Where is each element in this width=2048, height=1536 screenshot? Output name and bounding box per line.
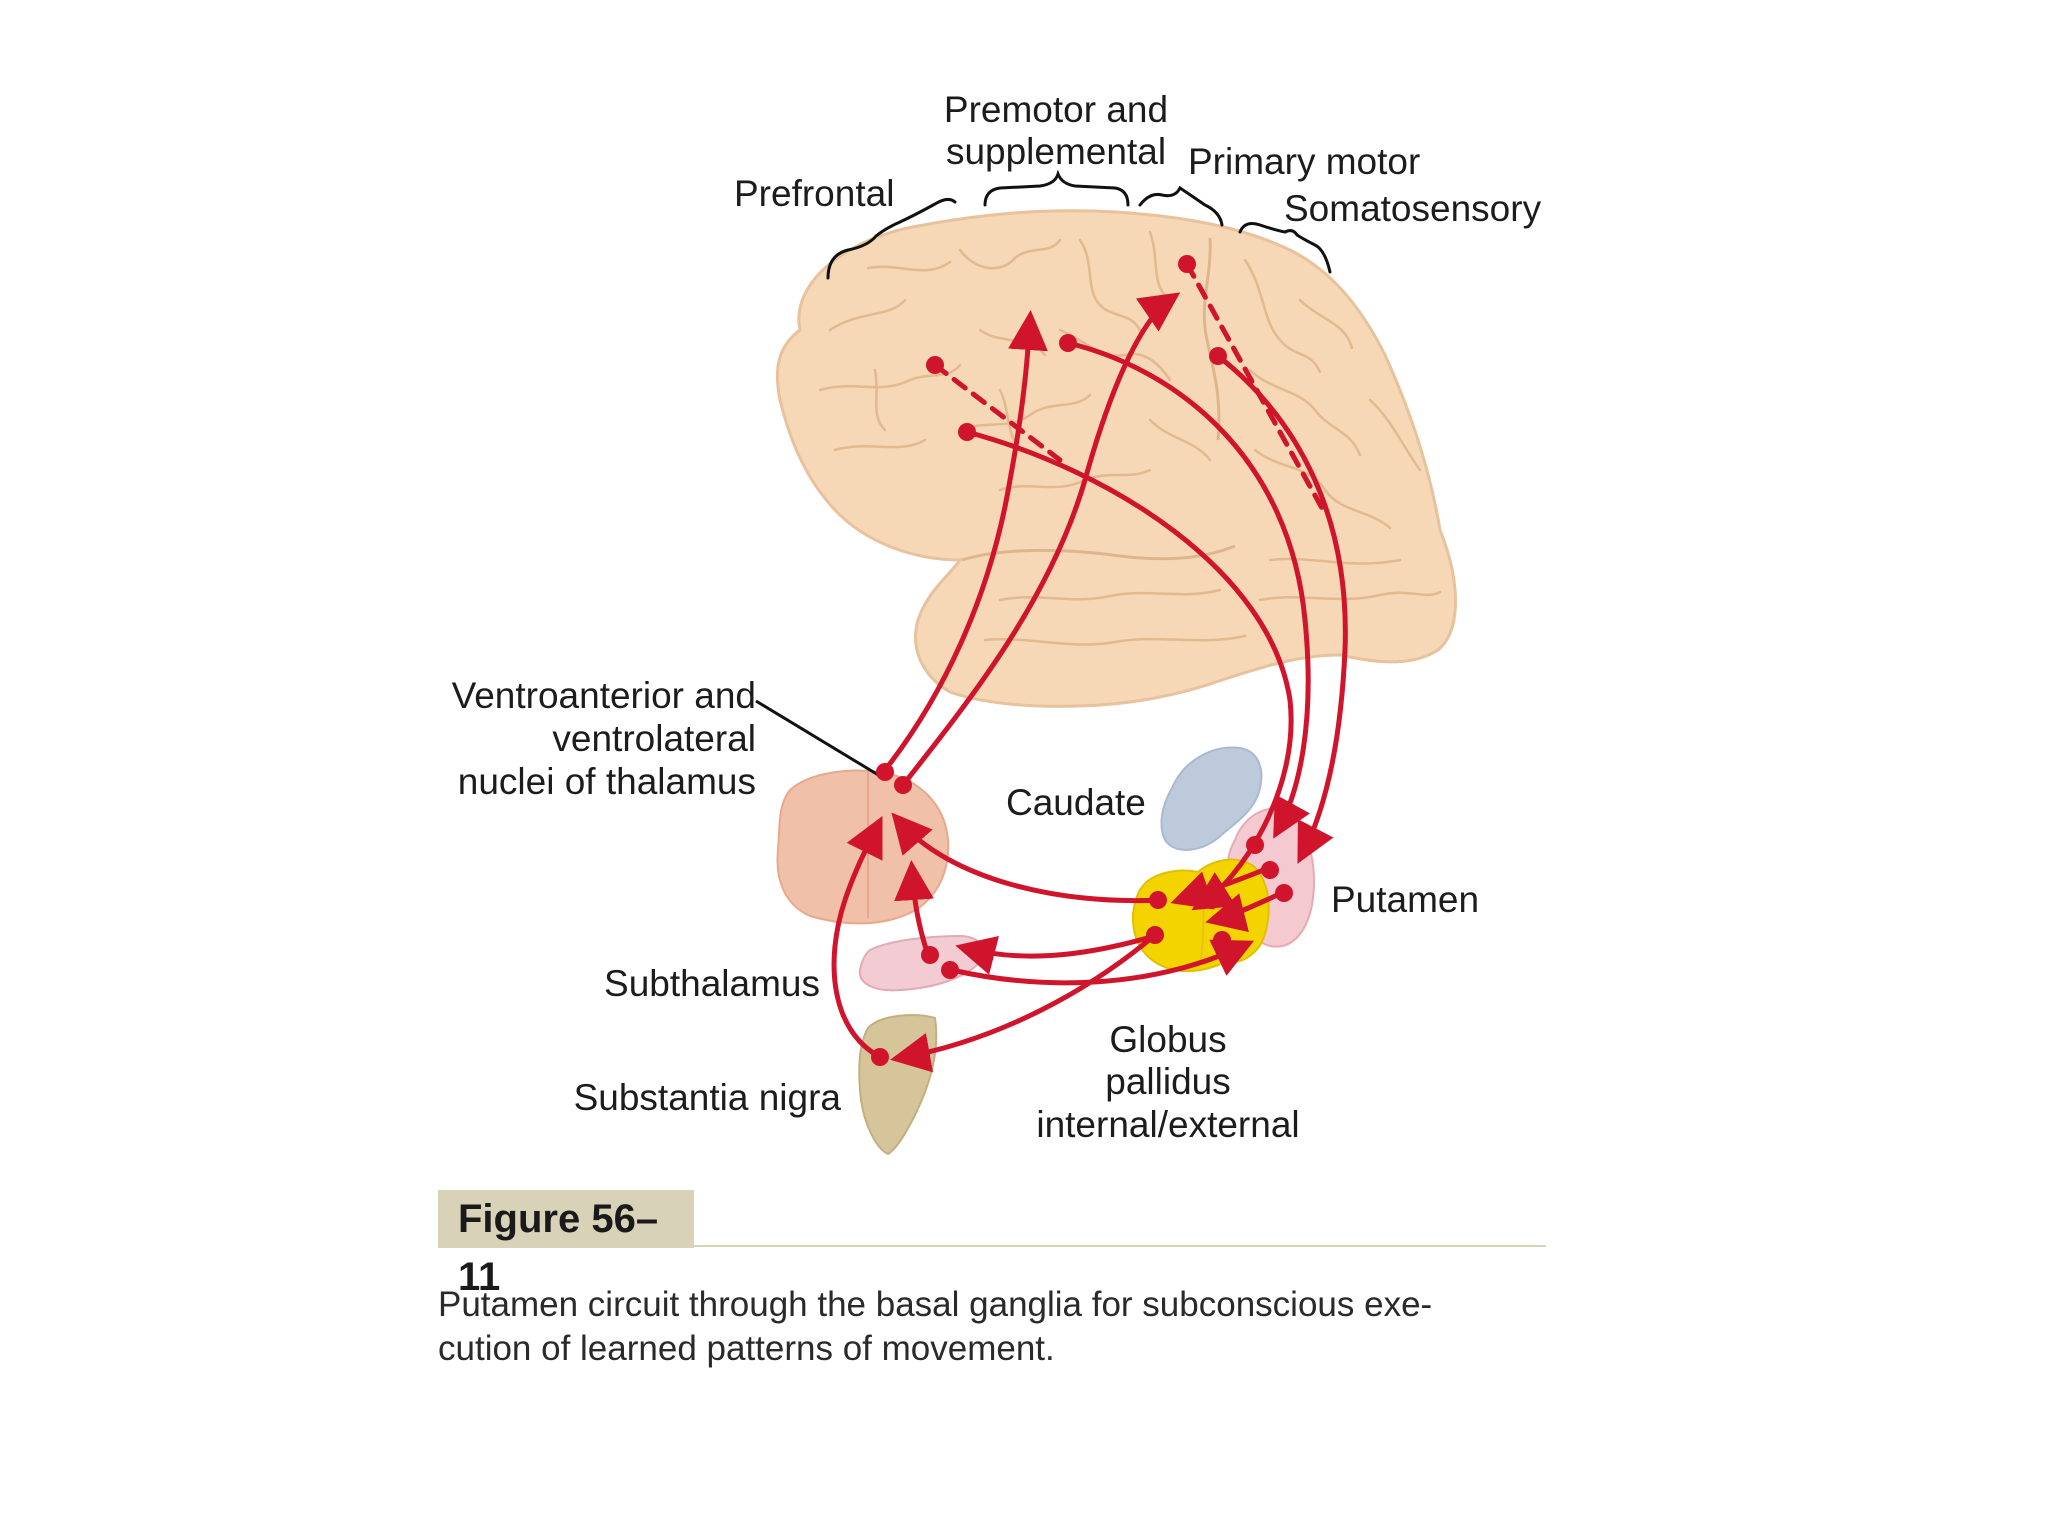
putamen-to-globus-arrow-1 bbox=[1170, 865, 1271, 910]
somatosensory-bracket bbox=[1238, 222, 1332, 274]
premotor-to-putamen-arrow bbox=[1065, 340, 1311, 839]
label-putamen: Putamen bbox=[1331, 879, 1479, 920]
brain-cortex bbox=[775, 209, 1457, 708]
primary-motor-bracket bbox=[1138, 185, 1224, 227]
neuron-dots bbox=[871, 255, 1293, 1066]
premotor-bracket bbox=[983, 169, 1130, 207]
label-somatosensory: Somatosensory bbox=[1284, 188, 1542, 229]
pathway-arrows bbox=[831, 261, 1348, 1073]
label-thalamus-line1: Ventroanterior and bbox=[452, 675, 756, 716]
label-subthalamus: Subthalamus bbox=[604, 963, 820, 1004]
label-primary-motor: Primary motor bbox=[1188, 141, 1420, 182]
caption-line-2: cution of learned patterns of movement. bbox=[438, 1329, 1055, 1368]
figure-divider bbox=[694, 1245, 1546, 1247]
substantia-nigra-shape bbox=[858, 1014, 938, 1156]
label-premotor-line2: supplemental bbox=[946, 131, 1166, 172]
subthalamus-shape bbox=[858, 934, 985, 992]
subthalamus-to-thalamus-arrow bbox=[894, 860, 934, 958]
label-caudate: Caudate bbox=[1006, 782, 1146, 823]
prefrontal-bracket bbox=[826, 197, 957, 280]
globus-to-nigra-arrow bbox=[890, 932, 1158, 1073]
prefrontal-dashed-path bbox=[932, 362, 1063, 463]
caudate-shape bbox=[1160, 746, 1263, 851]
motor-to-putamen-arrow bbox=[1215, 353, 1348, 864]
caption-line-1: Putamen circuit through the basal gangli… bbox=[438, 1285, 1433, 1324]
globus-to-thalamus-arrow bbox=[891, 812, 1163, 904]
region-brackets bbox=[826, 169, 1332, 280]
thalamus-leader-line bbox=[755, 699, 881, 778]
globus-to-subthalamus-arrow bbox=[955, 932, 1161, 975]
diagram-labels: Prefrontal Premotor and supplemental Pri… bbox=[452, 89, 1542, 1145]
prefrontal-to-globus-arrow bbox=[964, 429, 1294, 911]
label-globus-line3: internal/external bbox=[1036, 1104, 1299, 1145]
figure-caption: Putamen circuit through the basal gangli… bbox=[438, 1283, 1553, 1371]
label-premotor-line1: Premotor and bbox=[944, 89, 1168, 130]
thalamus-to-motor-arrow bbox=[900, 292, 1181, 788]
putamen-to-globus-arrow-2 bbox=[1205, 890, 1285, 933]
subthalamus-to-globus-arrow bbox=[949, 939, 1255, 986]
figure-label: Figure 56–11 bbox=[438, 1190, 694, 1299]
label-substantia-nigra: Substantia nigra bbox=[574, 1077, 842, 1118]
label-prefrontal: Prefrontal bbox=[734, 173, 894, 214]
label-globus-line1: Globus bbox=[1109, 1019, 1226, 1060]
nigra-to-thalamus-arrow bbox=[831, 816, 883, 1060]
somatosensory-dashed-path bbox=[1184, 261, 1325, 511]
label-globus-line2: pallidus bbox=[1105, 1061, 1230, 1102]
thalamus-shape bbox=[776, 769, 950, 925]
label-thalamus-line2: ventrolateral bbox=[552, 718, 756, 759]
thalamus-to-premotor-arrow bbox=[882, 310, 1048, 773]
label-thalamus-line3: nuclei of thalamus bbox=[458, 761, 756, 802]
